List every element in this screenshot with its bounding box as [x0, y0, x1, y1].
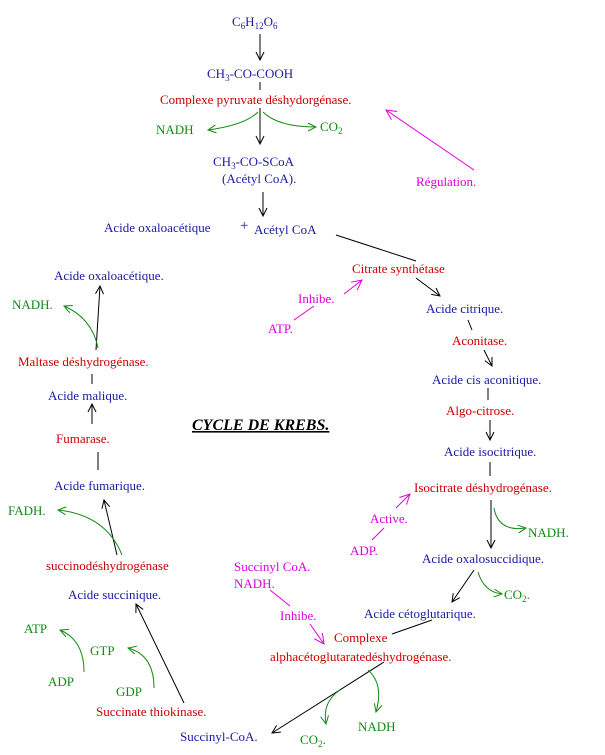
arrow-akg-succinylcoa	[272, 661, 385, 733]
pathway-arrows	[92, 34, 492, 733]
nadh-iso-label: NADH.	[528, 525, 569, 540]
arrow-inhibe-citrate	[343, 280, 362, 295]
co2-right-label: CO2.	[504, 587, 530, 604]
adp-green-label: ADP	[48, 674, 74, 689]
atp-green-label: ATP	[24, 621, 47, 636]
labels: C6H12O6 CH3-CO-COOH Complexe pyruvate dé…	[8, 14, 569, 749]
arrow-nadh-bottom	[367, 669, 379, 712]
active-label: Active.	[370, 511, 408, 526]
arrow-oxalosucc-ceto	[452, 569, 475, 602]
succinodh-label: succinodéshydrogénase	[46, 558, 169, 573]
inhibe-1-label: Inhibe.	[298, 291, 334, 306]
acetyl-coa-name: (Acétyl CoA).	[222, 171, 296, 186]
algo-citrose-label: Algo-citrose.	[446, 403, 514, 418]
arrow-citrate-citrique	[415, 277, 440, 296]
oxalo-plus-label: Acide oxaloacétique	[104, 220, 211, 235]
arrow-atp-inhibe	[293, 305, 315, 321]
arrow-citrique-aconitase	[467, 319, 473, 331]
acide-fumarique-label: Acide fumarique.	[54, 478, 145, 493]
arrow-inhibe-complexe	[309, 623, 324, 644]
gtp-label: GTP	[90, 643, 115, 658]
regulation-arrows	[269, 110, 475, 644]
inhibe-2-label: Inhibe.	[280, 608, 316, 623]
page-title: CYCLE DE KREBS.	[192, 417, 329, 434]
arrow-nadh-inhibe	[269, 589, 291, 607]
arrow-aconitase-cis	[483, 349, 492, 366]
succ-thiokinase-label: Succinate thiokinase.	[96, 704, 206, 719]
arrow-active-isodh	[395, 494, 410, 509]
cetoglutarique-label: Acide cétoglutarique.	[364, 606, 476, 621]
acide-citrique-label: Acide citrique.	[426, 301, 503, 316]
complexe-label: Complexe	[334, 630, 388, 645]
arrow-ceto-complexe	[391, 619, 433, 635]
plus-sign: +	[240, 218, 248, 234]
oxalo-left-label: Acide oxaloacétique.	[54, 268, 164, 283]
arrow-maltase-oxalo	[96, 286, 100, 351]
oxalosuccidique-label: Acide oxalosuccidique.	[422, 551, 544, 566]
arrow-succinique-fumarique	[104, 500, 118, 556]
arrow-atp-green	[60, 630, 85, 673]
arrow-acetylcoa-citrate	[335, 234, 417, 262]
glucose-formula: C6H12O6	[232, 14, 278, 31]
acide-succinique-label: Acide succinique.	[68, 587, 161, 602]
acetyl-scoa-formula: CH3-CO-SCoA	[213, 154, 295, 171]
acetyl-coa-label: Acétyl CoA	[254, 222, 317, 237]
alpha-kg-dh-label: alphacétoglutaratedéshydrogénase.	[270, 649, 452, 664]
nadh-reg-label: NADH.	[234, 576, 275, 591]
fumarase-label: Fumarase.	[56, 431, 110, 446]
adp-reg-label: ADP.	[350, 543, 378, 558]
cis-aconitique-label: Acide cis aconitique.	[432, 372, 541, 387]
arrow-nadh-top	[208, 111, 259, 130]
maltase-label: Maltase déshydrogénase.	[18, 354, 149, 369]
arrow-co2-bottom	[325, 689, 341, 724]
nadh-bottom-label: NADH	[358, 719, 396, 734]
citrate-synthase-label: Citrate synthétase	[352, 261, 445, 276]
arrow-regulation	[386, 110, 475, 171]
nadh-left-label: NADH.	[12, 297, 53, 312]
pyruvate-formula: CH3-CO-COOH	[207, 66, 293, 83]
arrow-gtp	[128, 648, 155, 689]
acide-malique-label: Acide malique.	[48, 388, 127, 403]
arrow-co2-top	[262, 111, 316, 127]
isocitrique-label: Acide isocitrique.	[444, 444, 536, 459]
gdp-label: GDP	[116, 684, 142, 699]
arrow-fadh	[58, 510, 123, 556]
co2-top-label: CO2	[320, 119, 343, 136]
nadh-top-label: NADH	[156, 122, 194, 137]
co2-bottom-label: CO2.	[300, 732, 326, 749]
arrow-nadh-left	[64, 306, 99, 349]
pdh-complex-label: Complexe pyruvate déshydorgénase.	[160, 92, 351, 107]
arrow-co2-right	[477, 571, 502, 594]
regulation-label: Régulation.	[416, 174, 476, 189]
fadh-label: FADH.	[8, 503, 46, 518]
arrow-succinylcoa-succinique	[136, 604, 185, 704]
succinyl-coa-reg-label: Succinyl CoA.	[234, 559, 311, 574]
arrow-nadh-iso	[493, 507, 526, 529]
succinyl-coa-label: Succinyl-CoA.	[180, 729, 258, 744]
arrow-adp-active	[371, 527, 385, 541]
cofactor-arrows	[58, 111, 526, 724]
aconitase-label: Aconitase.	[452, 333, 507, 348]
atp-reg-label: ATP.	[268, 321, 293, 336]
isocitrate-dh-label: Isocitrate déshydrogénase.	[414, 480, 552, 495]
